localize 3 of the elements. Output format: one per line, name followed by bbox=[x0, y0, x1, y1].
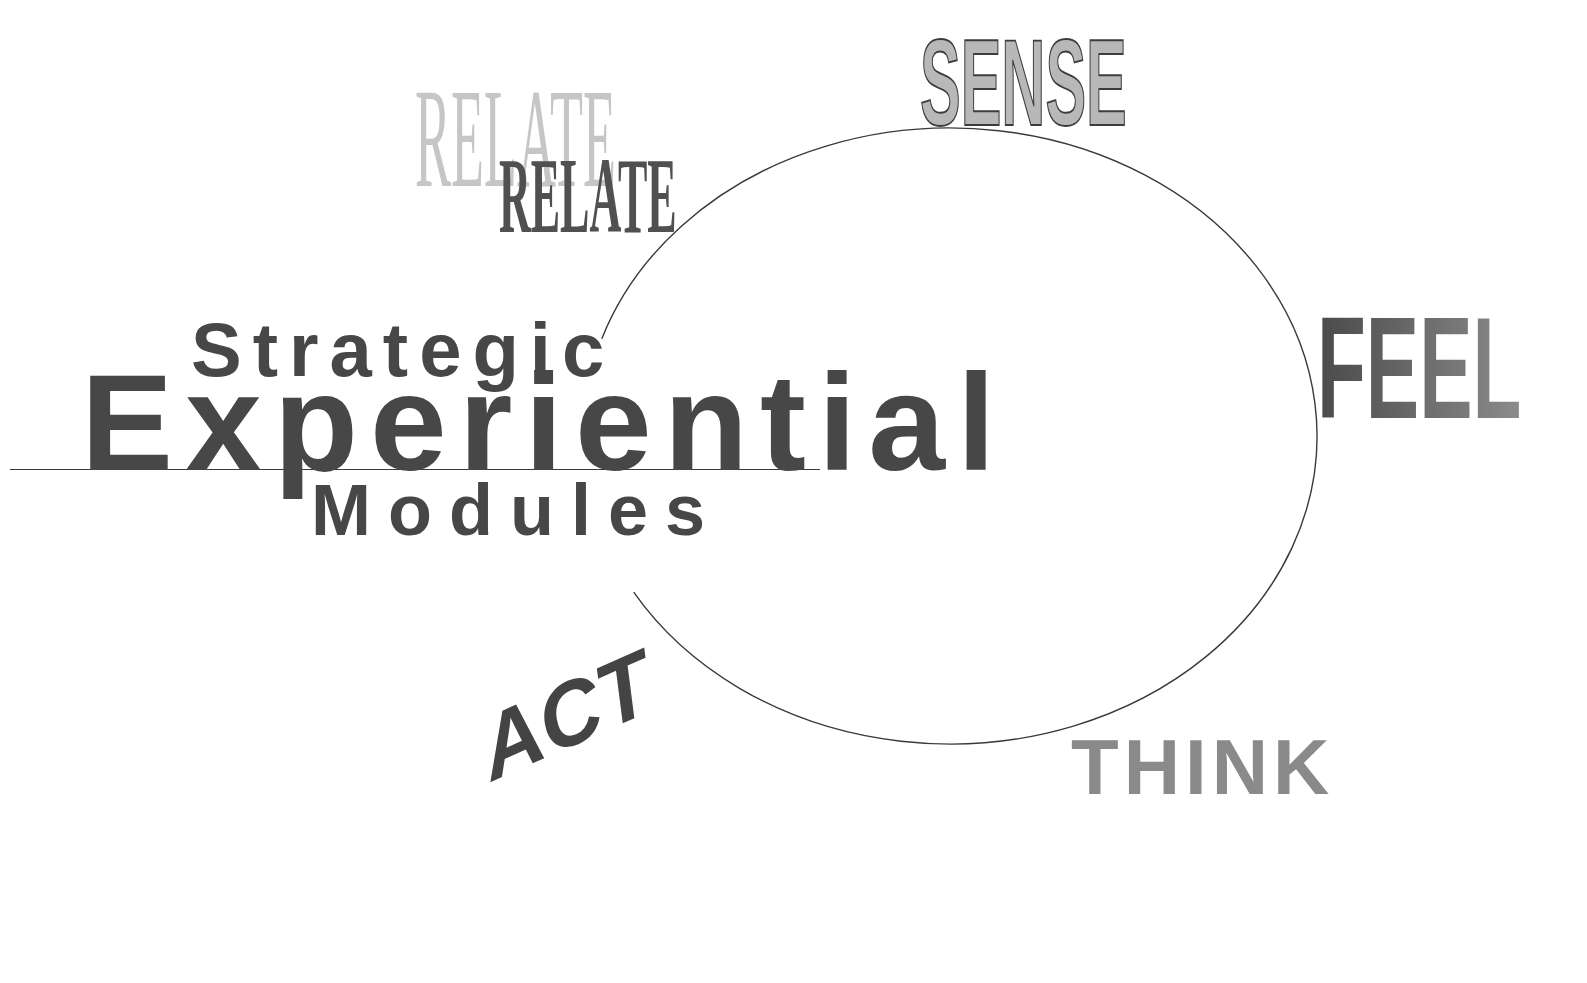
module-label: THINK bbox=[1071, 736, 1335, 799]
module-label: ACT bbox=[471, 645, 659, 787]
module-label: SENSE bbox=[920, 33, 1127, 131]
